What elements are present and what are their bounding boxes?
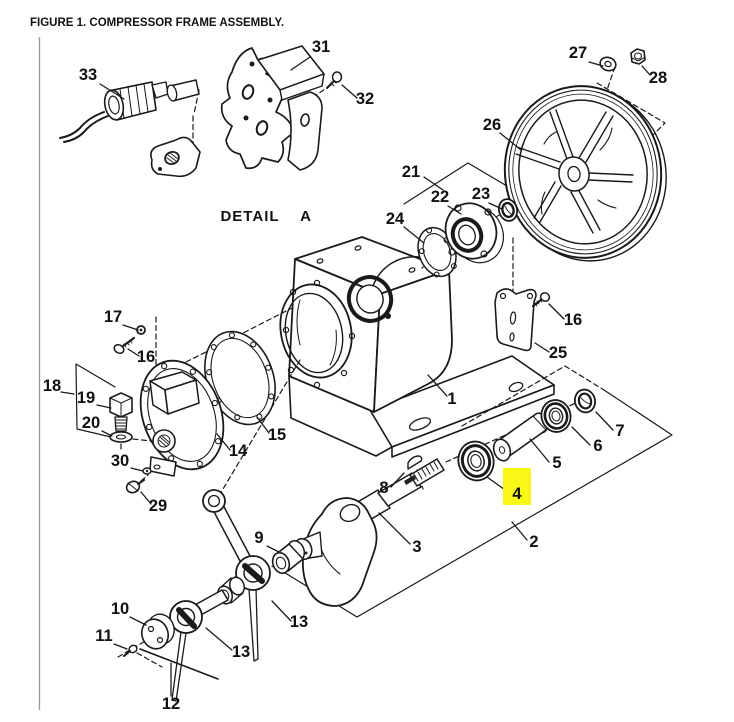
detail-a-caption-word: DETAIL: [220, 208, 279, 225]
part-31-cover-plate: [257, 45, 325, 101]
part-callout-16-right: 16: [564, 311, 582, 329]
callout-leader-lines: [60, 56, 651, 697]
detail-a-bracket-fitting: [150, 136, 201, 178]
part-callout-20: 20: [82, 414, 100, 432]
detail-a-pin-face: [166, 84, 178, 102]
part-callout-22: 22: [431, 188, 449, 206]
detail-a-group: DETAIL A: [59, 45, 343, 225]
detail-a-frame-section: [220, 47, 323, 171]
part-callout-21: 21: [402, 163, 420, 181]
part-25-bracket: [494, 288, 537, 352]
part-29-plug: [125, 479, 145, 494]
part-22-bearing-carrier: [444, 202, 504, 264]
part-26-flywheel: [503, 85, 667, 262]
highlight-box-part-4: [503, 468, 531, 505]
detail-a-caption-letter: A: [300, 208, 312, 225]
part-callout-19: 19: [77, 389, 95, 407]
part-callout-23: 23: [472, 185, 490, 203]
part-callout-17: 17: [104, 308, 122, 326]
part-30-washer: [142, 467, 152, 475]
part-callout-32: 32: [356, 90, 374, 108]
part-callout-2: 2: [529, 533, 538, 551]
part-callout-11: 11: [95, 627, 112, 645]
part-33-solenoid: [59, 81, 169, 143]
part-callout-29: 29: [149, 497, 167, 515]
part-callout-25: 25: [549, 344, 567, 362]
part-20-washer: [109, 431, 133, 443]
part-callout-3: 3: [412, 538, 421, 556]
part-13-connecting-rod-upper: [202, 489, 271, 662]
part-16-screw-left: [113, 336, 136, 355]
part-27-washer: [599, 56, 617, 72]
part-12-rod: [139, 648, 219, 680]
part-callout-10: 10: [111, 600, 129, 618]
part-callout-30: 30: [111, 452, 129, 470]
part-19-oil-plug: [109, 392, 133, 432]
part-callout-26: 26: [483, 116, 501, 134]
part-callout-15: 15: [268, 426, 286, 444]
part-callout-5: 5: [552, 454, 561, 472]
part-callout-7: 7: [615, 422, 624, 440]
part-9-bushing: [271, 540, 306, 575]
part-28-nut: [630, 48, 646, 65]
part-callout-6: 6: [593, 437, 602, 455]
part-callout-14: 14: [229, 442, 248, 460]
part-callout-12: 12: [162, 695, 180, 713]
part-11-screw: [123, 644, 138, 657]
part-10-counterweight-disc: [140, 613, 175, 650]
part-callout-24: 24: [386, 210, 405, 228]
part-3-crankshaft: [293, 458, 445, 607]
part-callout-1: 1: [447, 390, 456, 408]
part-callout-33: 33: [79, 66, 97, 84]
part-callout-18: 18: [43, 377, 61, 395]
part-callout-8: 8: [379, 479, 388, 497]
part-7-seal: [573, 388, 597, 414]
part-callout-13-lower: 13: [232, 643, 250, 661]
part-callout-31: 31: [312, 38, 330, 56]
part-callout-9: 9: [254, 529, 263, 547]
flywheel-spokes: [515, 109, 634, 234]
part-14-bearing-cover: [139, 359, 225, 477]
part-13-connecting-rod-lower: [169, 576, 246, 702]
part-16-screw-right: [531, 292, 551, 308]
part-32-screw: [326, 71, 343, 89]
part-callout-4: 4: [512, 485, 522, 503]
part-callout-13-upper: 13: [290, 613, 308, 631]
part-8-woodruff-key: [407, 455, 423, 470]
part-callout-27: 27: [569, 44, 587, 62]
part-1-frame-casting: [279, 236, 555, 458]
part-callout-28: 28: [649, 69, 667, 87]
part-23-seal: [497, 198, 519, 222]
figure-title: FIGURE 1. COMPRESSOR FRAME ASSEMBLY.: [30, 17, 284, 29]
part-callout-16-left: 16: [137, 348, 155, 366]
part-4-bearing: [457, 440, 495, 482]
part-6-bearing: [540, 399, 572, 433]
